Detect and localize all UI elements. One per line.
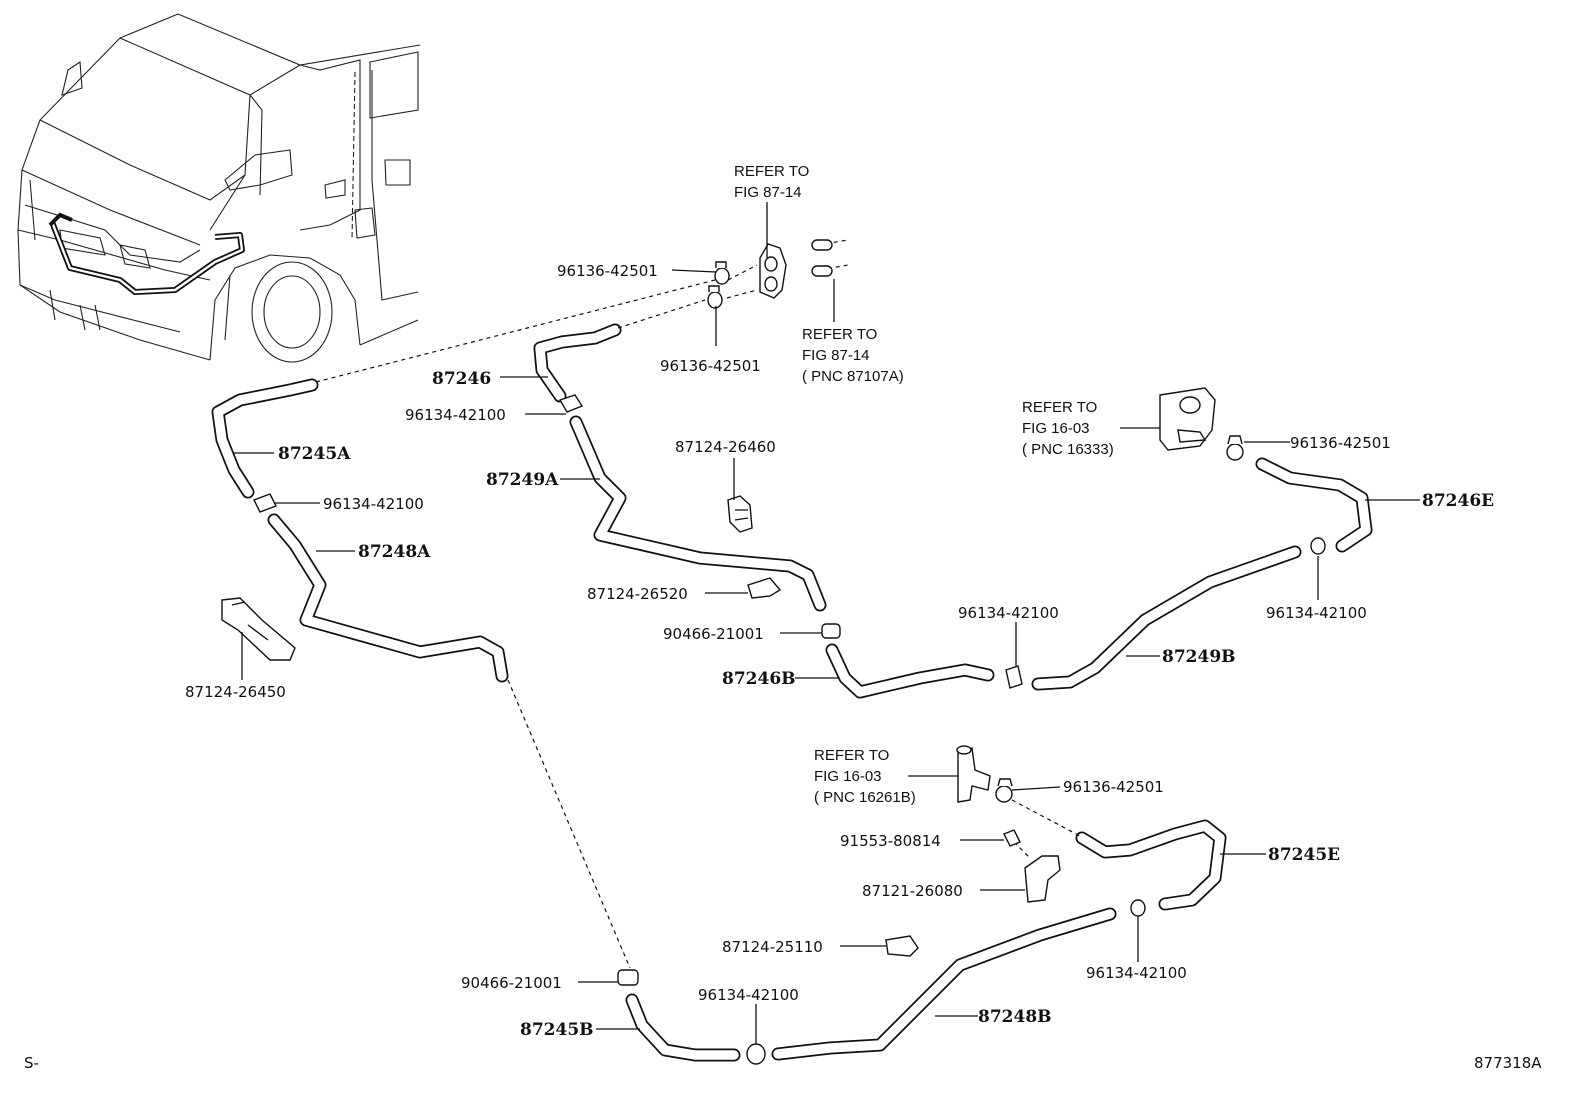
clamp-icon <box>1130 899 1146 917</box>
clamp-icon <box>1310 537 1326 555</box>
part-number-label: 87249B <box>1162 647 1236 667</box>
hose-87248B <box>771 907 1117 1061</box>
corner-mark: S- <box>24 1054 39 1072</box>
part-number-label: 87124-26450 <box>185 683 286 701</box>
part-number-label: 87245E <box>1268 845 1340 865</box>
connection-lines <box>315 239 1081 969</box>
hoses <box>211 323 1373 1062</box>
bolt-icon <box>1003 829 1021 847</box>
ref-label: FIG 87-14 <box>802 347 870 364</box>
clamp-icon <box>707 285 723 309</box>
hose-87246B <box>825 643 995 699</box>
hose-87245E <box>1075 819 1227 911</box>
ref-label: ( PNC 87107A) <box>802 368 904 385</box>
pipe-stub-icon <box>811 239 833 277</box>
figure-code: 877318A <box>1474 1054 1542 1072</box>
hose-87246 <box>533 323 622 403</box>
part-number-label: 96134-42100 <box>1266 604 1367 622</box>
ref-label: ( PNC 16261B) <box>814 789 916 806</box>
bracket-icon <box>221 597 296 661</box>
ref-label: FIG 16-03 <box>1022 420 1090 437</box>
part-number-label: 87124-26460 <box>675 438 776 456</box>
clamp-icon <box>995 778 1013 803</box>
part-number-label: 96136-42501 <box>660 357 761 375</box>
clamp-icon <box>714 261 730 285</box>
part-number-label: 87124-26520 <box>587 585 688 603</box>
clamp-icon <box>253 493 277 513</box>
labels: REFER TO FIG 87-14 REFER TO FIG 87-14 ( … <box>24 163 1542 1072</box>
part-number-label: 91553-80814 <box>840 832 941 850</box>
hose-87246E <box>1255 457 1373 553</box>
bracket-icon <box>727 495 753 533</box>
clamp-icon <box>558 394 584 413</box>
clamp-icon <box>1226 435 1244 461</box>
part-number-label: 96136-42501 <box>1290 434 1391 452</box>
part-number-label: 96134-42100 <box>698 986 799 1004</box>
small-parts <box>221 239 1326 1065</box>
pipe-fitting-icon <box>956 745 991 803</box>
hose-87248A <box>267 513 509 683</box>
part-number-label: 96134-42100 <box>323 495 424 513</box>
part-number-label: 87249A <box>486 470 559 490</box>
part-number-label: 87246B <box>722 669 796 689</box>
ref-label: FIG 87-14 <box>734 184 802 201</box>
water-outlet-housing-icon <box>1159 387 1216 451</box>
leader-lines <box>234 202 1420 1044</box>
clamp-icon <box>821 623 841 639</box>
part-number-label: 87121-26080 <box>862 882 963 900</box>
van-illustration <box>17 13 421 363</box>
part-number-label: 96136-42501 <box>557 262 658 280</box>
ref-label: REFER TO <box>814 747 889 764</box>
part-number-label: 87245A <box>278 444 351 464</box>
part-number-label: 87245B <box>520 1020 594 1040</box>
ref-label: REFER TO <box>802 326 877 343</box>
clamp-icon <box>746 1043 766 1065</box>
ref-label: REFER TO <box>1022 399 1097 416</box>
ref-label: ( PNC 16333) <box>1022 441 1114 458</box>
hose-87249B <box>1031 545 1302 691</box>
ref-label: FIG 16-03 <box>814 768 882 785</box>
part-number-label: 96134-42100 <box>1086 964 1187 982</box>
part-number-label: 87248B <box>978 1007 1052 1027</box>
bracket-icon <box>1024 855 1061 903</box>
bracket-icon <box>885 935 919 957</box>
part-number-label: 90466-21001 <box>461 974 562 992</box>
part-number-label: 87248A <box>358 542 431 562</box>
ref-label: REFER TO <box>734 163 809 180</box>
part-number-label: 87124-25110 <box>722 938 823 956</box>
hose-87245B <box>625 993 741 1062</box>
clamp-icon <box>617 969 639 986</box>
bracket-icon <box>747 577 782 599</box>
part-number-label: 90466-21001 <box>663 625 764 643</box>
hose-87249A <box>569 415 827 612</box>
hose-87245A <box>211 378 319 499</box>
part-number-label: 96134-42100 <box>958 604 1059 622</box>
part-number-label: 96134-42100 <box>405 406 506 424</box>
part-number-label: 87246 <box>432 369 491 389</box>
clamp-icon <box>1005 665 1023 689</box>
heater-valve-icon <box>759 243 787 299</box>
part-number-label: 87246E <box>1422 491 1494 511</box>
part-number-label: 96136-42501 <box>1063 778 1164 796</box>
